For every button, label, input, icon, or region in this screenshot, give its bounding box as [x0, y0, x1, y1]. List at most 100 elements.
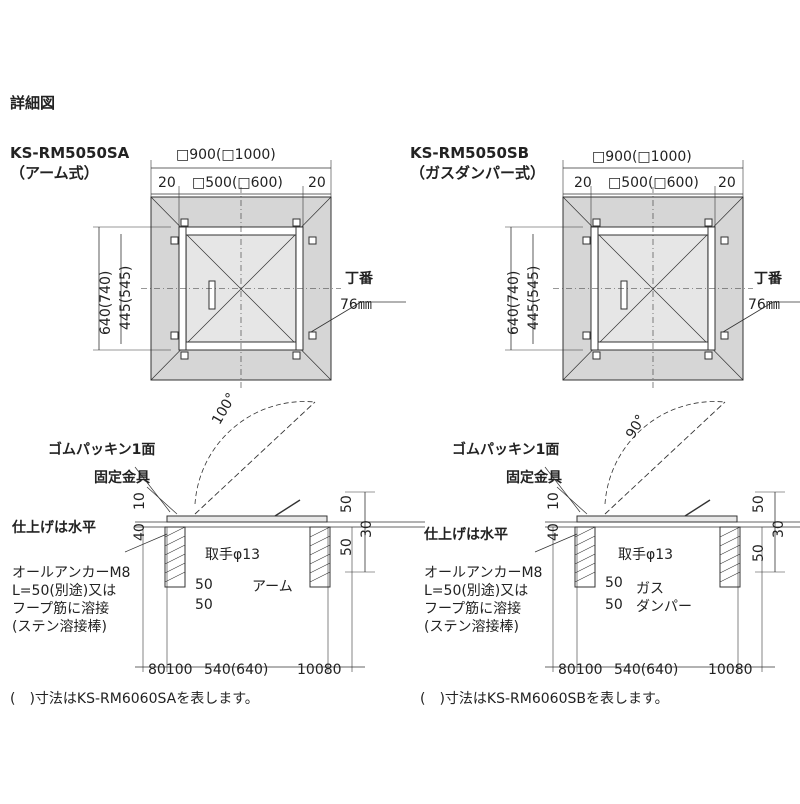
left-hoop-label: フープ筋に溶接	[12, 601, 110, 617]
left-gasket-label: ゴムパッキン1面	[48, 442, 156, 458]
right-section-leader	[556, 486, 588, 515]
right-dim-30: 30	[771, 520, 787, 538]
left-bottom-right: 10080	[297, 662, 342, 678]
left-plan-bracket	[180, 351, 189, 360]
right-fixing-label: 固定金具	[506, 470, 562, 486]
right-plan-diagonal	[597, 233, 709, 345]
right-hoop-label: フープ筋に溶接	[424, 601, 522, 617]
right-plan-bracket	[720, 331, 729, 340]
left-fixing-label: 固定金具	[94, 470, 150, 486]
right-section-open-lid	[604, 401, 726, 515]
right-mech-label-1: ガス	[636, 581, 664, 597]
right-anchor-label: オールアンカーM8	[424, 565, 543, 581]
right-gasket-label: ゴムパッキン1面	[452, 442, 560, 458]
right-finish-label: 仕上げは水平	[424, 527, 508, 543]
left-section-hatch	[164, 562, 186, 574]
right-section-open-arc	[604, 401, 726, 505]
left-side-right: 20	[308, 175, 326, 191]
left-finish-label: 仕上げは水平	[12, 520, 96, 536]
right-plan-bracket	[704, 218, 713, 227]
left-type: （アーム式）	[10, 164, 99, 182]
left-section-wall-right	[309, 526, 331, 588]
left-section-leader	[134, 466, 171, 513]
right-bottom-right: 10080	[708, 662, 753, 678]
left-section-hatch	[309, 562, 331, 574]
left-inner-dim: □500(□600)	[192, 175, 283, 191]
right-section-wall-right	[719, 526, 741, 588]
left-plan-bracket	[170, 236, 179, 245]
left-height-inner: 445(545)	[118, 265, 134, 330]
left-section-hatch	[309, 553, 331, 565]
left-section-leader	[146, 486, 178, 515]
right-section-hatch	[574, 535, 596, 547]
left-rod-label: (ステン溶接棒)	[12, 619, 107, 635]
left-plan-bracket	[180, 218, 189, 227]
right-plan-bracket	[720, 236, 729, 245]
left-bottom-mid: 540(640)	[204, 662, 269, 678]
right-rod-label: (ステン溶接棒)	[424, 619, 519, 635]
left-section-hatch	[164, 535, 186, 547]
right-height-inner: 445(545)	[526, 265, 542, 330]
right-plan-handle	[620, 280, 628, 310]
right-section-wall-left	[574, 526, 596, 588]
left-plan-bracket	[292, 218, 301, 227]
right-section-hatch	[719, 562, 741, 574]
right-dim-50-top: 50	[751, 495, 767, 513]
left-section-hatch	[309, 571, 331, 583]
left-mech-label: アーム	[252, 579, 293, 595]
left-side-left: 20	[158, 175, 176, 191]
right-anchor-length: L=50(別途)又は	[424, 583, 529, 599]
left-anchor-length: L=50(別途)又は	[12, 583, 117, 599]
left-dim-50-b: 50	[195, 597, 213, 613]
left-section-hatch	[164, 544, 186, 556]
left-height-outer: 640(740)	[98, 270, 114, 335]
right-section-hatch	[574, 526, 596, 538]
right-dim-50-a: 50	[605, 575, 623, 591]
left-dim-50-bottom: 50	[339, 538, 355, 556]
right-section-hatch	[719, 535, 741, 547]
right-footnote: ( )寸法はKS-RM6060SBを表します。	[420, 691, 669, 707]
left-plan-diagonal	[185, 233, 297, 345]
right-section-mechanism	[684, 499, 711, 517]
right-section-leader	[544, 466, 581, 513]
left-section-leader	[124, 533, 168, 553]
right-section-hatch	[574, 544, 596, 556]
right-dim-50-b: 50	[605, 597, 623, 613]
right-side-left: 20	[574, 175, 592, 191]
left-plan-bracket	[308, 236, 317, 245]
left-hinge-size: 76㎜	[340, 297, 372, 313]
right-height-outer: 640(740)	[506, 270, 522, 335]
right-model: KS-RM5050SB	[410, 144, 530, 162]
left-model: KS-RM5050SA	[10, 144, 130, 162]
left-outer-dim: □900(□1000)	[176, 147, 276, 163]
right-inner-dim: □500(□600)	[608, 175, 699, 191]
left-footnote: ( )寸法はKS-RM6060SAを表します。	[10, 691, 259, 707]
left-dim-10: 10	[132, 492, 148, 510]
right-section-hatch	[574, 553, 596, 565]
right-plan-bracket	[582, 331, 591, 340]
left-section-hatch	[164, 571, 186, 583]
right-dim-40: 40	[546, 523, 562, 541]
right-section-frame	[576, 515, 738, 523]
left-section-wall-left	[164, 526, 186, 588]
right-hinge-label: 丁番	[754, 271, 782, 287]
left-handle-label: 取手φ13	[205, 547, 261, 563]
right-bottom-mid: 540(640)	[614, 662, 679, 678]
left-anchor-label: オールアンカーM8	[12, 565, 131, 581]
right-section-leader	[534, 533, 578, 553]
right-side-right: 20	[718, 175, 736, 191]
left-section-open-lid	[194, 401, 316, 515]
right-type: （ガスダンパー式）	[410, 164, 546, 182]
left-plan-handle	[208, 280, 216, 310]
right-plan-bracket	[592, 218, 601, 227]
right-handle-label: 取手φ13	[618, 547, 674, 563]
right-mech-label-2: ダンパー	[636, 599, 692, 615]
right-section-hatch	[719, 544, 741, 556]
right-outer-dim: □900(□1000)	[592, 149, 692, 165]
left-section-hatch	[164, 526, 186, 538]
right-section-hatch	[574, 571, 596, 583]
right-dim-10: 10	[546, 492, 562, 510]
left-dim-50-a: 50	[195, 577, 213, 593]
